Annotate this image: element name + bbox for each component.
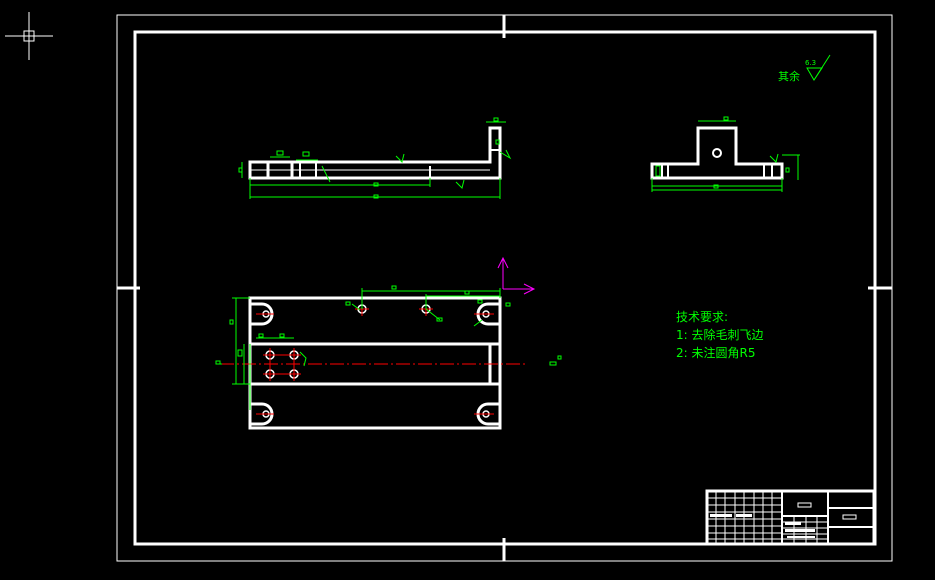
title-block[interactable] — [705, 489, 876, 546]
tech-requirement-1: 1: 去除毛刺飞边 — [676, 327, 764, 342]
dimensions — [215, 285, 562, 410]
roughness-symbol-icon — [806, 54, 831, 81]
ucs-axis-icon — [497, 256, 536, 295]
side-view[interactable] — [650, 116, 800, 192]
surface-finish-prefix: 其余 — [778, 69, 800, 83]
hole-pattern — [262, 304, 490, 418]
crosshair-cursor-icon — [5, 12, 53, 60]
surface-finish-note: 其余 6.3 — [778, 54, 831, 83]
top-view[interactable] — [215, 285, 562, 430]
tech-requirement-2: 2: 未注圆角R5 — [676, 345, 755, 360]
tech-requirements: 技术要求: 1: 去除毛刺飞边 2: 未注圆角R5 — [676, 310, 764, 360]
tech-requirements-title: 技术要求: — [676, 310, 728, 324]
outer-border — [116, 14, 893, 562]
surface-finish-value: 6.3 — [805, 59, 816, 67]
inner-border — [133, 30, 877, 546]
centerlines — [220, 302, 525, 415]
front-view[interactable] — [238, 117, 512, 199]
drawing-frame — [116, 14, 893, 562]
